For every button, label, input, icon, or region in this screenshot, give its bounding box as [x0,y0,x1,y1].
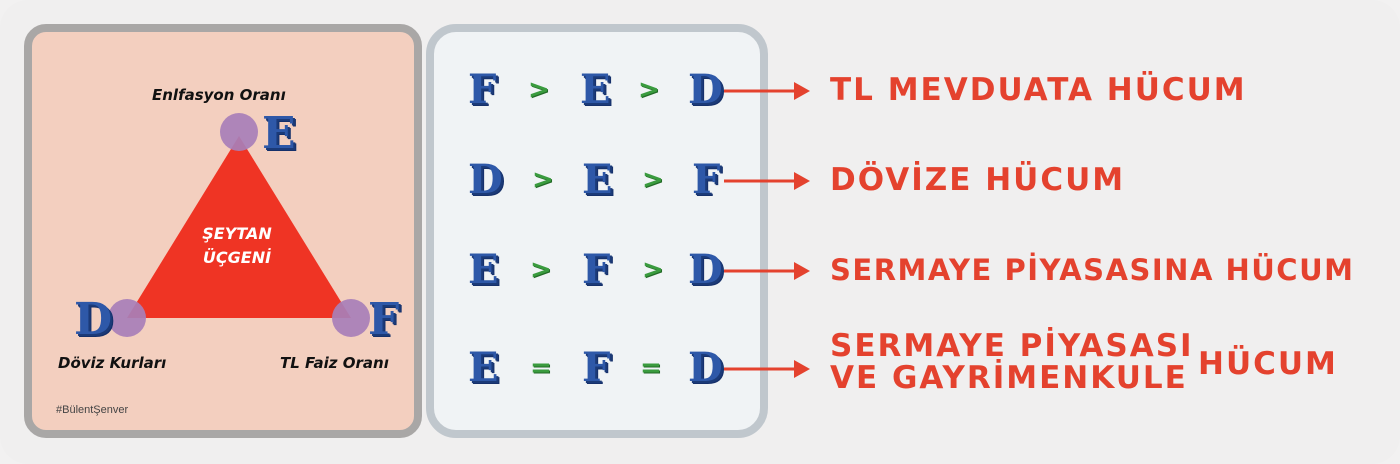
row-letter-b: F [582,344,611,391]
row-operator-1: > [530,255,552,285]
row-letter-b: E [580,66,611,113]
relation-row: D > E > F DÖVİZE HÜCUM [0,152,1400,212]
vertex-right-circle [332,299,370,337]
row-operator-1: > [528,75,550,105]
relations-card [426,24,768,438]
row-operator-2: > [642,255,664,285]
row-letter-b: E [582,156,613,203]
vertex-left-label: Döviz Kurları [58,354,167,372]
relation-row: F > E > D TL MEVDUATA HÜCUM [0,62,1400,122]
triangle-title-line2: ÜÇGENİ [202,248,272,267]
triangle-diagram [108,113,370,337]
row-letter-c: D [688,344,723,391]
author-hashtag: #BülentŞenver [56,404,129,416]
devil-triangle [127,136,351,318]
vertex-right-label: TL Faiz Oranı [280,354,389,372]
row-letter-a: F [468,66,497,113]
triangle-card: Enlfasyon Oranı E D Döviz Kurları F TL F… [24,24,422,438]
relation-row: E > F > D SERMAYE PİYASASINA HÜCUM [0,242,1400,302]
vertex-left-letter: D [74,294,113,345]
row-letter-a: D [468,156,503,203]
row-result: SERMAYE PİYASASINA HÜCUM [830,253,1355,287]
relation-row: E = F = D SERMAYE PİYASASI VE GAYRİMENKU… [0,330,1400,400]
row-letter-c: F [692,156,721,203]
row-operator-2: > [638,75,660,105]
arrow-icon [724,172,810,190]
row-operator-1: = [530,353,552,383]
row-letter-c: D [688,66,723,113]
vertex-top-label: Enlfasyon Oranı [152,86,286,104]
row-result: DÖVİZE HÜCUM [830,162,1126,198]
vertex-left-circle [108,299,146,337]
row-result: TL MEVDUATA HÜCUM [830,72,1247,108]
vertex-top-letter: E [262,108,296,159]
vertex-right-letter: F [368,294,400,345]
triangle-title-line1: ŞEYTAN [202,224,272,243]
row-operator-1: > [532,165,554,195]
row-letter-a: E [468,344,499,391]
row-operator-2: = [640,353,662,383]
row-result-line1: SERMAYE PİYASASI [830,328,1194,364]
vertex-top-circle [220,113,258,151]
arrow-icon [724,82,810,100]
row-operator-2: > [642,165,664,195]
row-letter-c: D [688,246,723,293]
row-letter-b: F [582,246,611,293]
arrow-icon [724,262,810,280]
row-result-line2: VE GAYRİMENKULE [830,360,1188,396]
arrow-icon [724,360,810,378]
row-letter-a: E [468,246,499,293]
row-result-suffix: HÜCUM [1198,346,1338,382]
